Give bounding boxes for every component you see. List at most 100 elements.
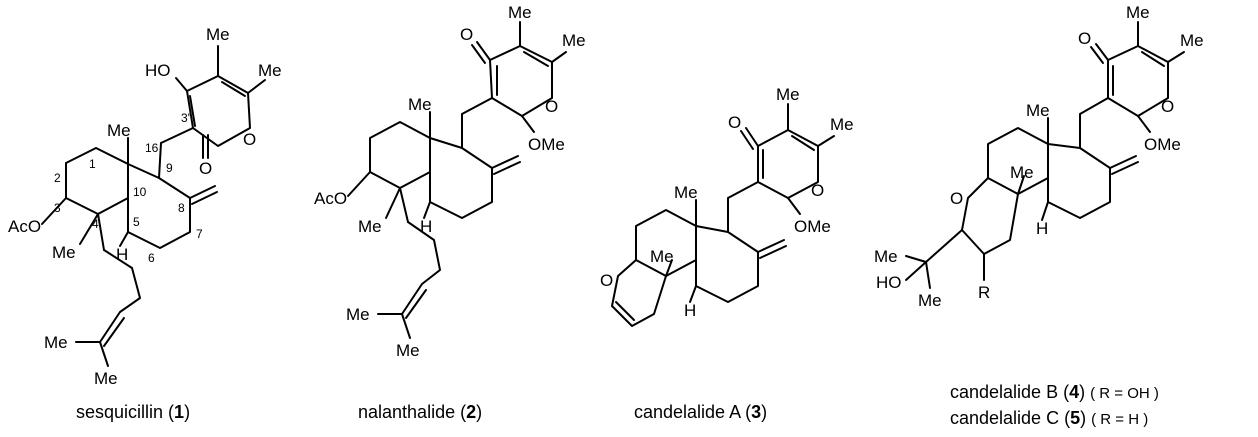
compound-3-caption: candelalide A (3) — [634, 402, 767, 422]
compound-3-pyran-double — [615, 301, 635, 321]
compound-2-exo-methylene — [491, 155, 519, 169]
compound-2-bond-me-e — [401, 313, 411, 339]
compound-2-o-keto: O — [460, 25, 473, 44]
compound-3-o-keto: O — [728, 113, 741, 132]
compound-4-bond-keto — [1095, 43, 1109, 61]
compound-2-me-b: Me — [562, 31, 586, 50]
compound-2-bond-aco — [347, 171, 371, 197]
compound-4-o-ring: O — [1161, 97, 1174, 116]
compound-2-me-c4: Me — [358, 217, 382, 236]
compound-1-locant-10: 10 — [133, 185, 147, 199]
compound-1-bond-h — [119, 231, 129, 247]
compound-2-aco: AcO — [314, 189, 347, 208]
compound-4-me-a: Me — [1126, 3, 1150, 22]
compound-2-ring-b — [429, 137, 493, 219]
compound-2-caption: nalanthalide (2) — [358, 402, 482, 422]
compound-1-bond-me-e — [99, 341, 109, 367]
compound-4-bond-side-me2 — [925, 261, 931, 289]
compound-1-me-a: Me — [206, 25, 230, 44]
compound-1-locant-3prime: 3' — [181, 111, 190, 125]
compound-3-bond-me-b2 — [665, 259, 673, 277]
compound-4-double-bond-a — [1141, 51, 1165, 67]
compound-2-bond-ome — [521, 115, 535, 133]
compound-1-bond-sidechain — [97, 213, 105, 251]
compound-3-exo-methylene-2 — [759, 245, 787, 259]
compound-4-me-side2: Me — [918, 291, 942, 310]
compound-2-prenyl-double — [405, 289, 427, 319]
compound-3-pyran-ring — [611, 259, 667, 327]
compound-3-paren-open: ( — [740, 402, 751, 422]
compound-1-bond-c16 — [158, 142, 162, 179]
compound-4-me-b: Me — [1180, 31, 1204, 50]
compound-1-bond-linker — [160, 127, 194, 144]
compound-4-caption: candelalide B (4) ( R = OH ) — [950, 382, 1159, 402]
compound-3-ome: OMe — [794, 217, 831, 236]
compound-4-number: 4 — [1069, 382, 1079, 402]
compound-4-bond-me-b — [1167, 51, 1185, 63]
compound-3-o-pyran: O — [600, 271, 613, 290]
compound-1-prenyl-chain — [75, 249, 141, 343]
compound-1-o-ring: O — [243, 130, 256, 149]
compound-3-bond-keto — [745, 127, 759, 147]
compound-2-ome: OMe — [528, 135, 565, 154]
compound-1-locant-6: 6 — [148, 251, 155, 265]
compound-1-number: 1 — [174, 402, 184, 422]
compound-2-bond-keto-2 — [471, 44, 486, 64]
compound-1-bond-ho — [175, 77, 188, 92]
compound-1-me-e: Me — [94, 369, 118, 388]
compound-1-me-b: Me — [258, 61, 282, 80]
compound-3-paren-close: ) — [761, 402, 767, 422]
compound-2-prenyl-chain — [377, 221, 441, 315]
compound-4-exo-methylene — [1109, 155, 1137, 169]
compound-1-locant-2: 2 — [54, 171, 61, 185]
compound-3-h: H — [684, 301, 696, 320]
compound-4-me-b2: Me — [1010, 163, 1034, 182]
compound-2-me-e: Me — [396, 341, 420, 360]
compound-1-prenyl-double — [103, 317, 125, 347]
compound-2-bond-me-c4 — [385, 187, 401, 219]
compound-4-candelalide-b: O Me Me O OMe Me Me O H Me HO Me R cande… — [874, 3, 1204, 428]
compound-3-bond-linker — [727, 181, 759, 199]
compound-1-locant-5: 5 — [133, 215, 140, 229]
compound-2-me-a: Me — [508, 3, 532, 22]
compound-2-paren-close: ) — [476, 402, 482, 422]
compound-3-pyrone-ring — [757, 129, 819, 199]
compound-3-double-bond-a — [791, 135, 815, 151]
compound-1-double-bond-c5 — [221, 81, 246, 97]
compound-2-bond-keto — [476, 41, 491, 61]
compound-1-sesquicillin: Me Me HO O O Me AcO Me H Me Me 16 3' 1 2… — [8, 25, 282, 422]
compound-4-name: candelalide B — [950, 382, 1058, 402]
compound-1-exo-methylene — [189, 185, 216, 199]
compound-5-number: 5 — [1070, 408, 1080, 428]
compound-1-ring-a — [65, 147, 129, 215]
compound-4-bond-side — [925, 229, 963, 263]
compound-4-bond-side-ho — [905, 261, 927, 281]
compound-3-bond-ome — [787, 197, 801, 215]
compound-2-bond-h — [423, 201, 431, 219]
compound-2-bond-me-b — [551, 51, 567, 63]
compound-1-name: sesquicillin — [76, 402, 163, 422]
compound-5-note-close: ) — [1139, 411, 1148, 428]
compound-5-note-open: ( — [1091, 411, 1100, 428]
compound-5-caption: candelalide C (5) ( R = H ) — [950, 408, 1148, 428]
compound-4-paren-close: ) — [1079, 382, 1090, 402]
compound-1-h: H — [116, 245, 128, 264]
compound-3-candelalide-a: O Me Me O OMe Me Me O H candelalide A (3… — [600, 85, 854, 422]
compound-3-number: 3 — [751, 402, 761, 422]
compound-2-me-c10: Me — [408, 95, 432, 114]
compound-1-bond-me-b — [247, 79, 266, 94]
compound-4-note-close: ) — [1150, 385, 1159, 402]
compound-5-paren-close: ) — [1080, 408, 1091, 428]
compound-2-exo-methylene-2 — [493, 161, 521, 175]
compound-2-bond-linker — [461, 97, 493, 115]
compound-1-locant-4: 4 — [92, 217, 99, 231]
compound-1-locant-7: 7 — [196, 227, 203, 241]
compound-3-bond-keto-2 — [740, 130, 754, 150]
compound-1-locant-16: 16 — [145, 141, 159, 155]
compound-5-paren-open: ( — [1059, 408, 1070, 428]
compound-1-bond-aco — [41, 197, 67, 225]
compound-2-name: nalanthalide — [358, 402, 455, 422]
compound-1-ho: HO — [145, 61, 171, 80]
